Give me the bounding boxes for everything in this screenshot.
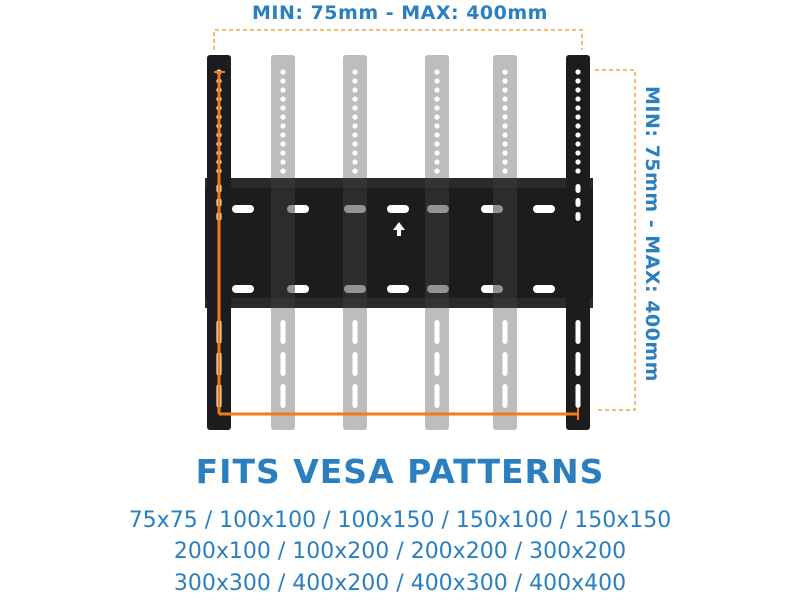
vesa-patterns-line-1: 75x75 / 100x100 / 100x150 / 150x100 / 15… <box>128 508 672 533</box>
vesa-patterns-line-3: 300x300 / 400x200 / 400x300 / 400x400 <box>173 571 627 596</box>
headline: FITS VESA PATTERNS <box>195 452 605 491</box>
arrow-up-icon <box>393 222 405 236</box>
side-dimension-label: MIN: 75mm - MAX: 400mm <box>641 86 663 382</box>
wall-plate <box>205 178 593 308</box>
plate-slot <box>387 285 409 293</box>
orange-measure <box>214 71 579 420</box>
vesa-patterns-line-2: 200x100 / 100x200 / 200x200 / 300x200 <box>173 539 627 564</box>
side-dimension-line <box>595 69 636 411</box>
plate-slot <box>533 205 555 213</box>
ghost-overlay <box>271 178 517 308</box>
ghost-arm-overlay <box>493 178 517 308</box>
ghost-arm-overlay <box>425 178 449 308</box>
plate-slot <box>387 205 409 213</box>
plate-slot <box>232 205 254 213</box>
plate-slot <box>232 285 254 293</box>
right-arm <box>566 55 590 430</box>
ghost-arm-overlay <box>271 178 295 308</box>
top-dimension-line <box>213 29 583 50</box>
plate-slot <box>533 285 555 293</box>
ghost-arm-overlay <box>343 178 367 308</box>
top-dimension-label: MIN: 75mm - MAX: 400mm <box>252 2 548 24</box>
